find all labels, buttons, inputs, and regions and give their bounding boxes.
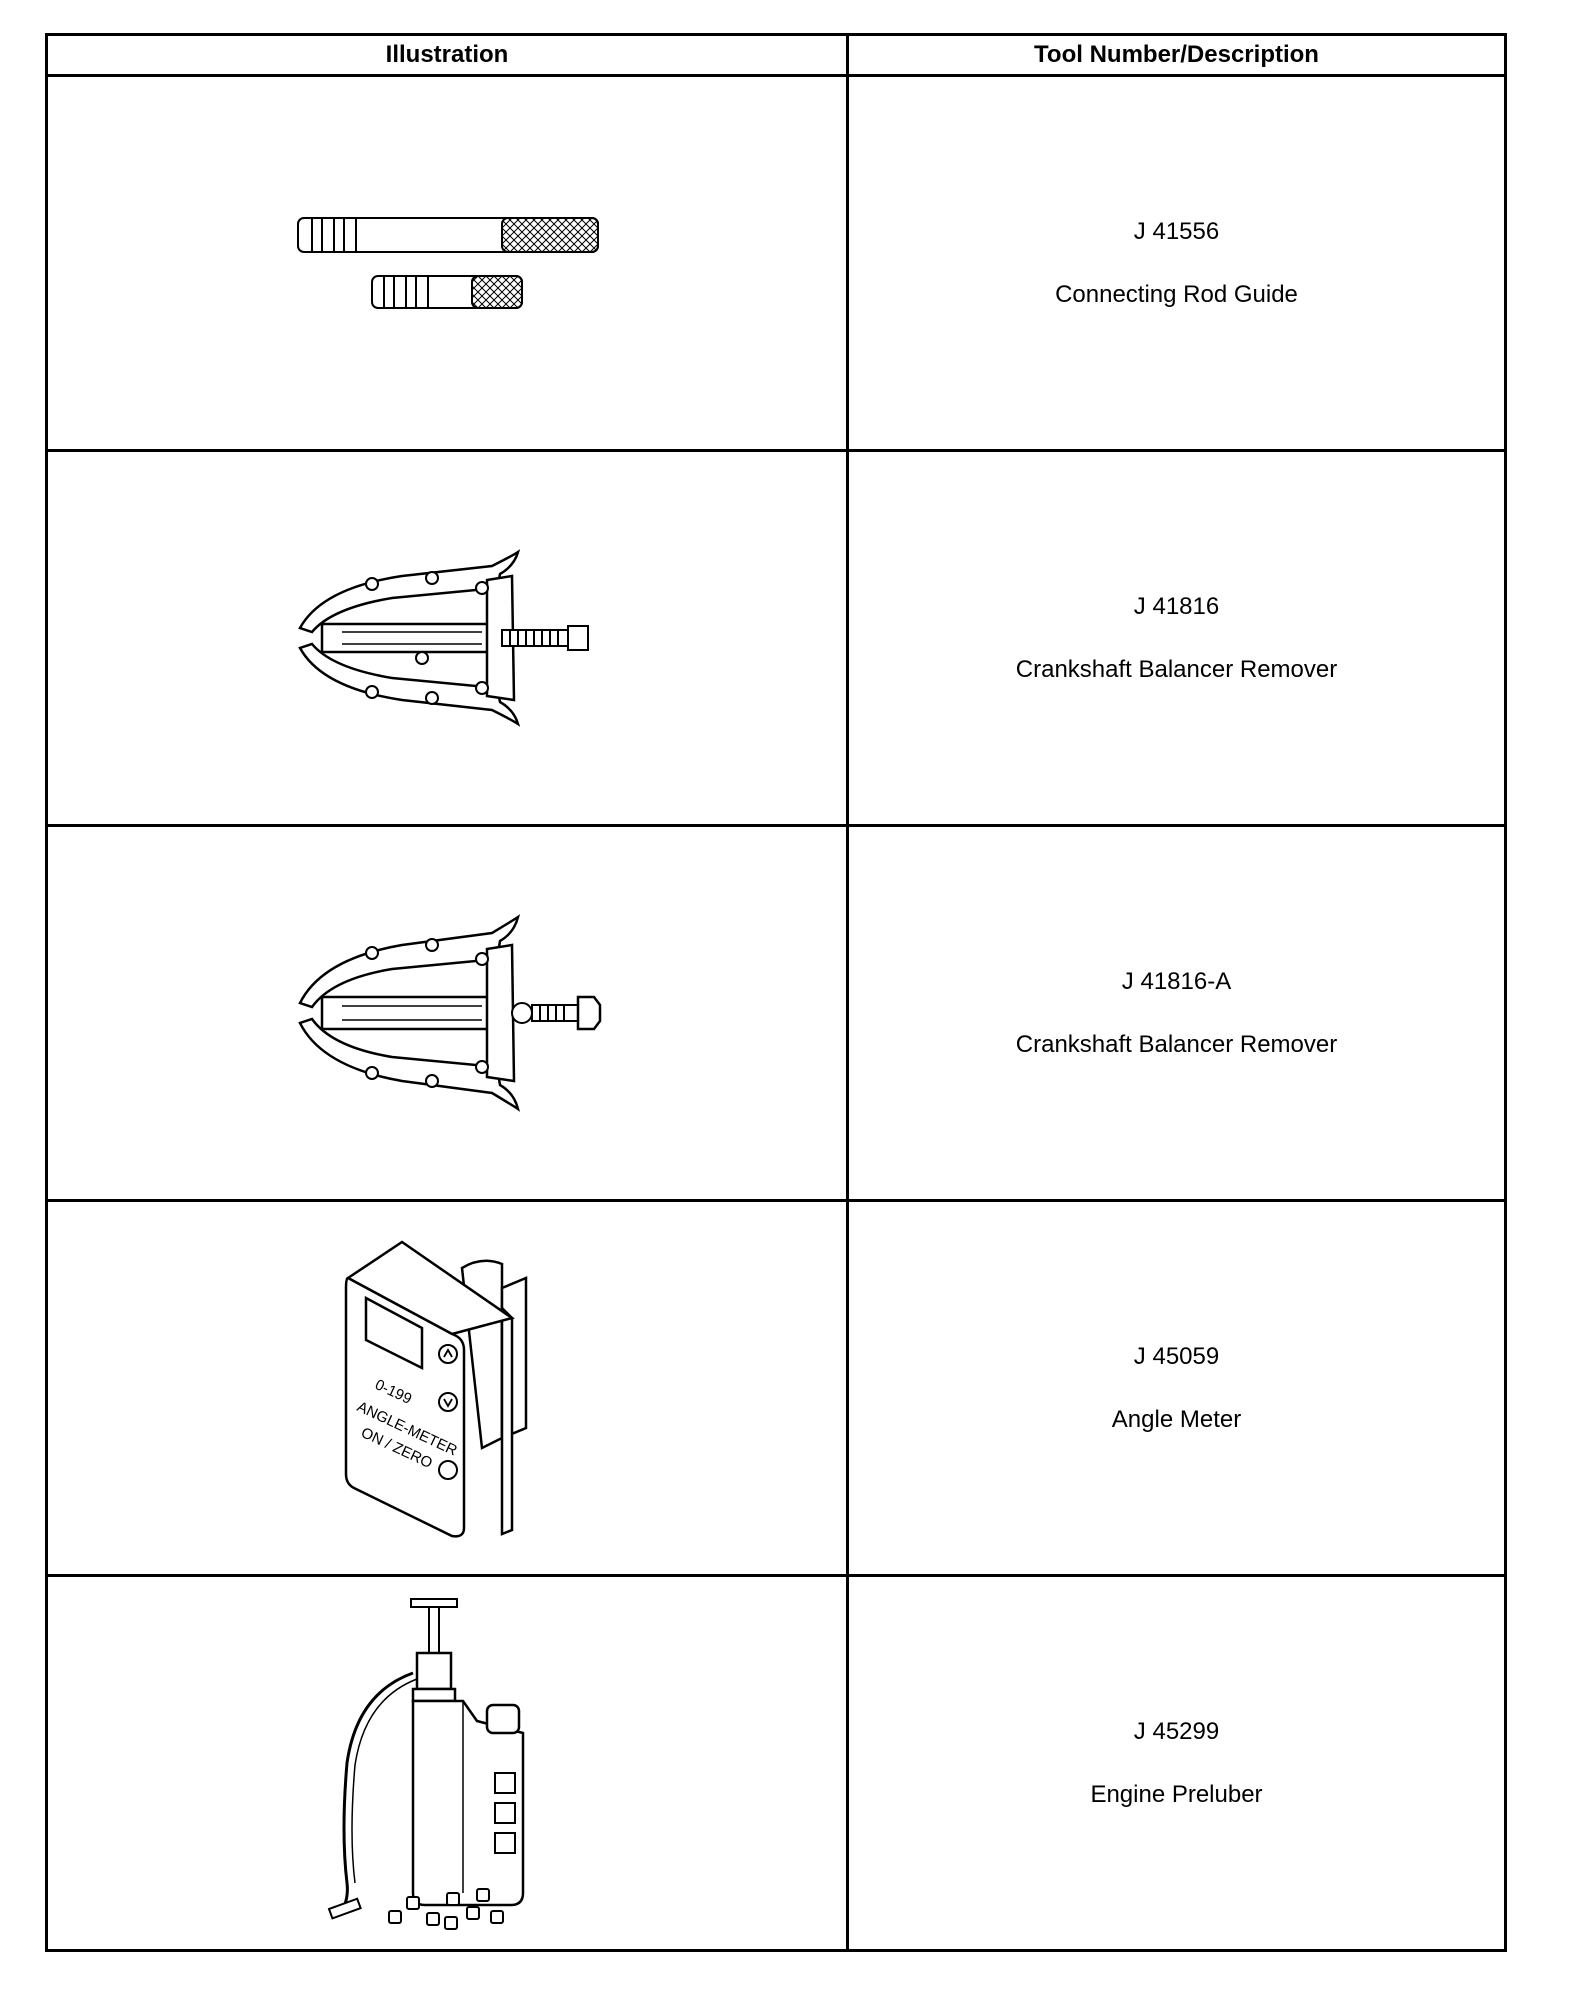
illustration-cell xyxy=(45,824,849,1202)
table-row: J 41556 Connecting Rod Guide xyxy=(45,74,1507,452)
angle-meter-icon: 0-199 ANGLE-METER ON / ZERO xyxy=(344,1240,528,1538)
header-illustration: Illustration xyxy=(45,33,849,77)
description-cell: J 41556 Connecting Rod Guide xyxy=(846,74,1507,452)
illustration-cell: 0-199 ANGLE-METER ON / ZERO xyxy=(45,1199,849,1577)
illustration-cell xyxy=(45,449,849,827)
header-row: Illustration Tool Number/Description xyxy=(45,33,1507,77)
tool-description: Connecting Rod Guide xyxy=(1055,280,1298,308)
illustration-cell xyxy=(45,1574,849,1952)
tool-number: J 45299 xyxy=(1133,1717,1220,1745)
tool-description: Crankshaft Balancer Remover xyxy=(1015,1030,1338,1058)
tool-number: J 41816 xyxy=(1133,592,1220,620)
table-row: J 41816 Crankshaft Balancer Remover xyxy=(45,449,1507,827)
balancer-remover-a-icon xyxy=(298,914,602,1112)
description-cell: J 45299 Engine Preluber xyxy=(846,1574,1507,1952)
balancer-remover-icon xyxy=(298,549,589,727)
tool-description: Angle Meter xyxy=(1111,1405,1242,1433)
description-cell: J 45059 Angle Meter xyxy=(846,1199,1507,1577)
connecting-rod-guide-icon xyxy=(297,217,599,309)
tool-description: Engine Preluber xyxy=(1090,1780,1263,1808)
illustration-cell xyxy=(45,74,849,452)
tool-number: J 41816-A xyxy=(1121,967,1232,995)
table-row: J 45299 Engine Preluber xyxy=(45,1574,1507,1952)
header-tool-number-description: Tool Number/Description xyxy=(846,33,1507,77)
table-row: J 41816-A Crankshaft Balancer Remover xyxy=(45,824,1507,1202)
tool-description: Crankshaft Balancer Remover xyxy=(1015,655,1338,683)
engine-preluber-icon xyxy=(327,1598,525,1930)
tool-number: J 41556 xyxy=(1133,217,1220,245)
special-tools-table: Illustration Tool Number/Description xyxy=(45,33,1507,1952)
description-cell: J 41816-A Crankshaft Balancer Remover xyxy=(846,824,1507,1202)
table-row: 0-199 ANGLE-METER ON / ZERO J 45059 Angl… xyxy=(45,1199,1507,1577)
description-cell: J 41816 Crankshaft Balancer Remover xyxy=(846,449,1507,827)
tool-number: J 45059 xyxy=(1133,1342,1220,1370)
